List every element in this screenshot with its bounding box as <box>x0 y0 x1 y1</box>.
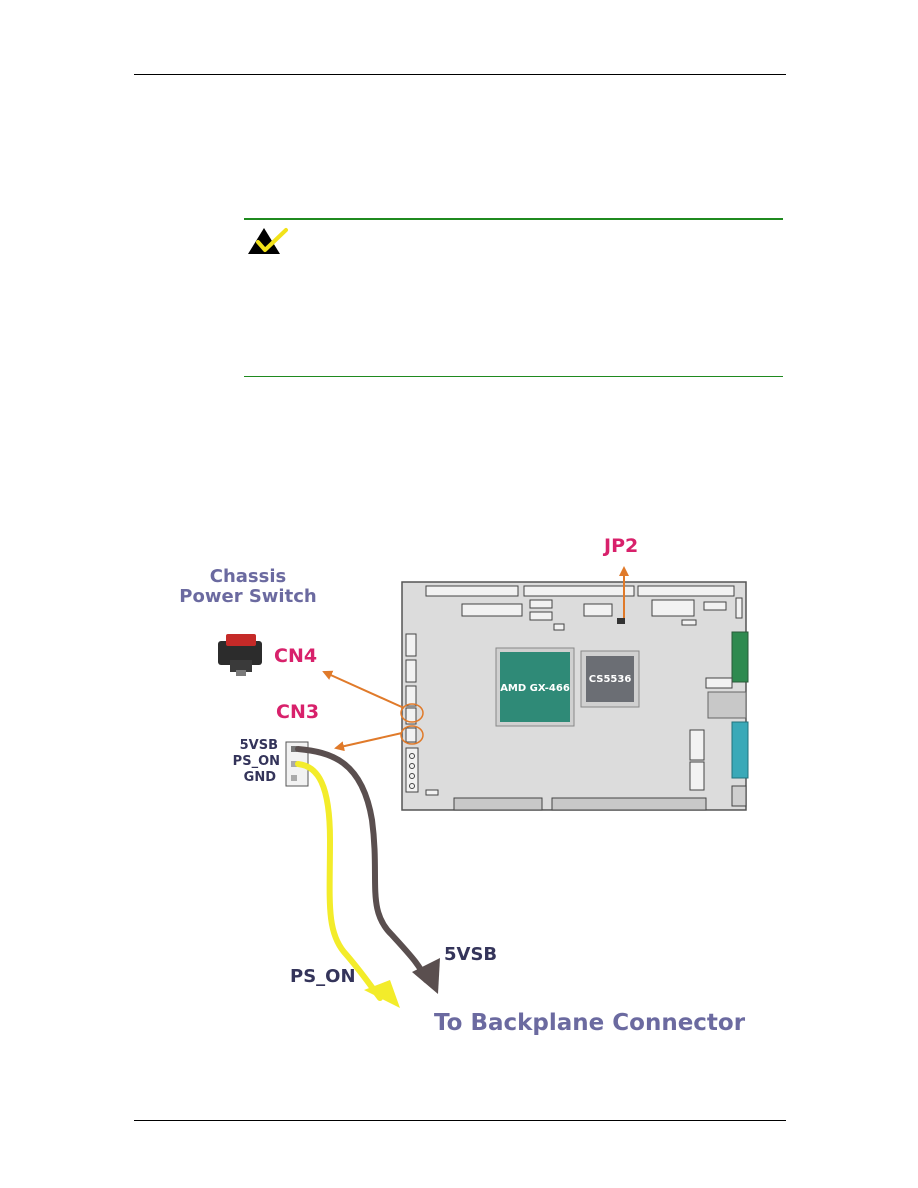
wire-ps-on <box>295 761 383 1001</box>
header-rule <box>134 74 786 75</box>
backplane-connector-label: To Backplane Connector <box>434 1010 746 1036</box>
chassis-label-line2: Power Switch <box>179 586 316 607</box>
cn4-label: CN4 <box>274 645 317 667</box>
bridge-chip-label: CS5536 <box>589 674 632 685</box>
pin-label-gnd: GND <box>244 770 277 785</box>
wire-5vsb-arrowhead <box>412 958 440 994</box>
power-switch-image <box>218 634 262 676</box>
motherboard: AMD GX-466 CS5536 <box>400 581 749 811</box>
wire-ps-on-arrowhead <box>364 980 400 1008</box>
footer-rule <box>134 1120 786 1121</box>
wire-label-ps-on: PS_ON <box>290 966 356 987</box>
jp2-label: JP2 <box>602 535 638 557</box>
pin-label-5vsb: 5VSB <box>240 738 278 753</box>
wire-5vsb <box>295 746 429 983</box>
chassis-label-line1: Chassis <box>210 566 286 587</box>
cpu-chip-label: AMD GX-466 <box>500 683 570 694</box>
note-top-rule <box>244 218 783 220</box>
cn3-label: CN3 <box>276 701 319 723</box>
wire-label-5vsb: 5VSB <box>444 944 497 965</box>
pin-label-ps-on: PS_ON <box>233 754 280 769</box>
note-check-icon <box>248 228 288 254</box>
note-bottom-rule <box>244 376 783 377</box>
